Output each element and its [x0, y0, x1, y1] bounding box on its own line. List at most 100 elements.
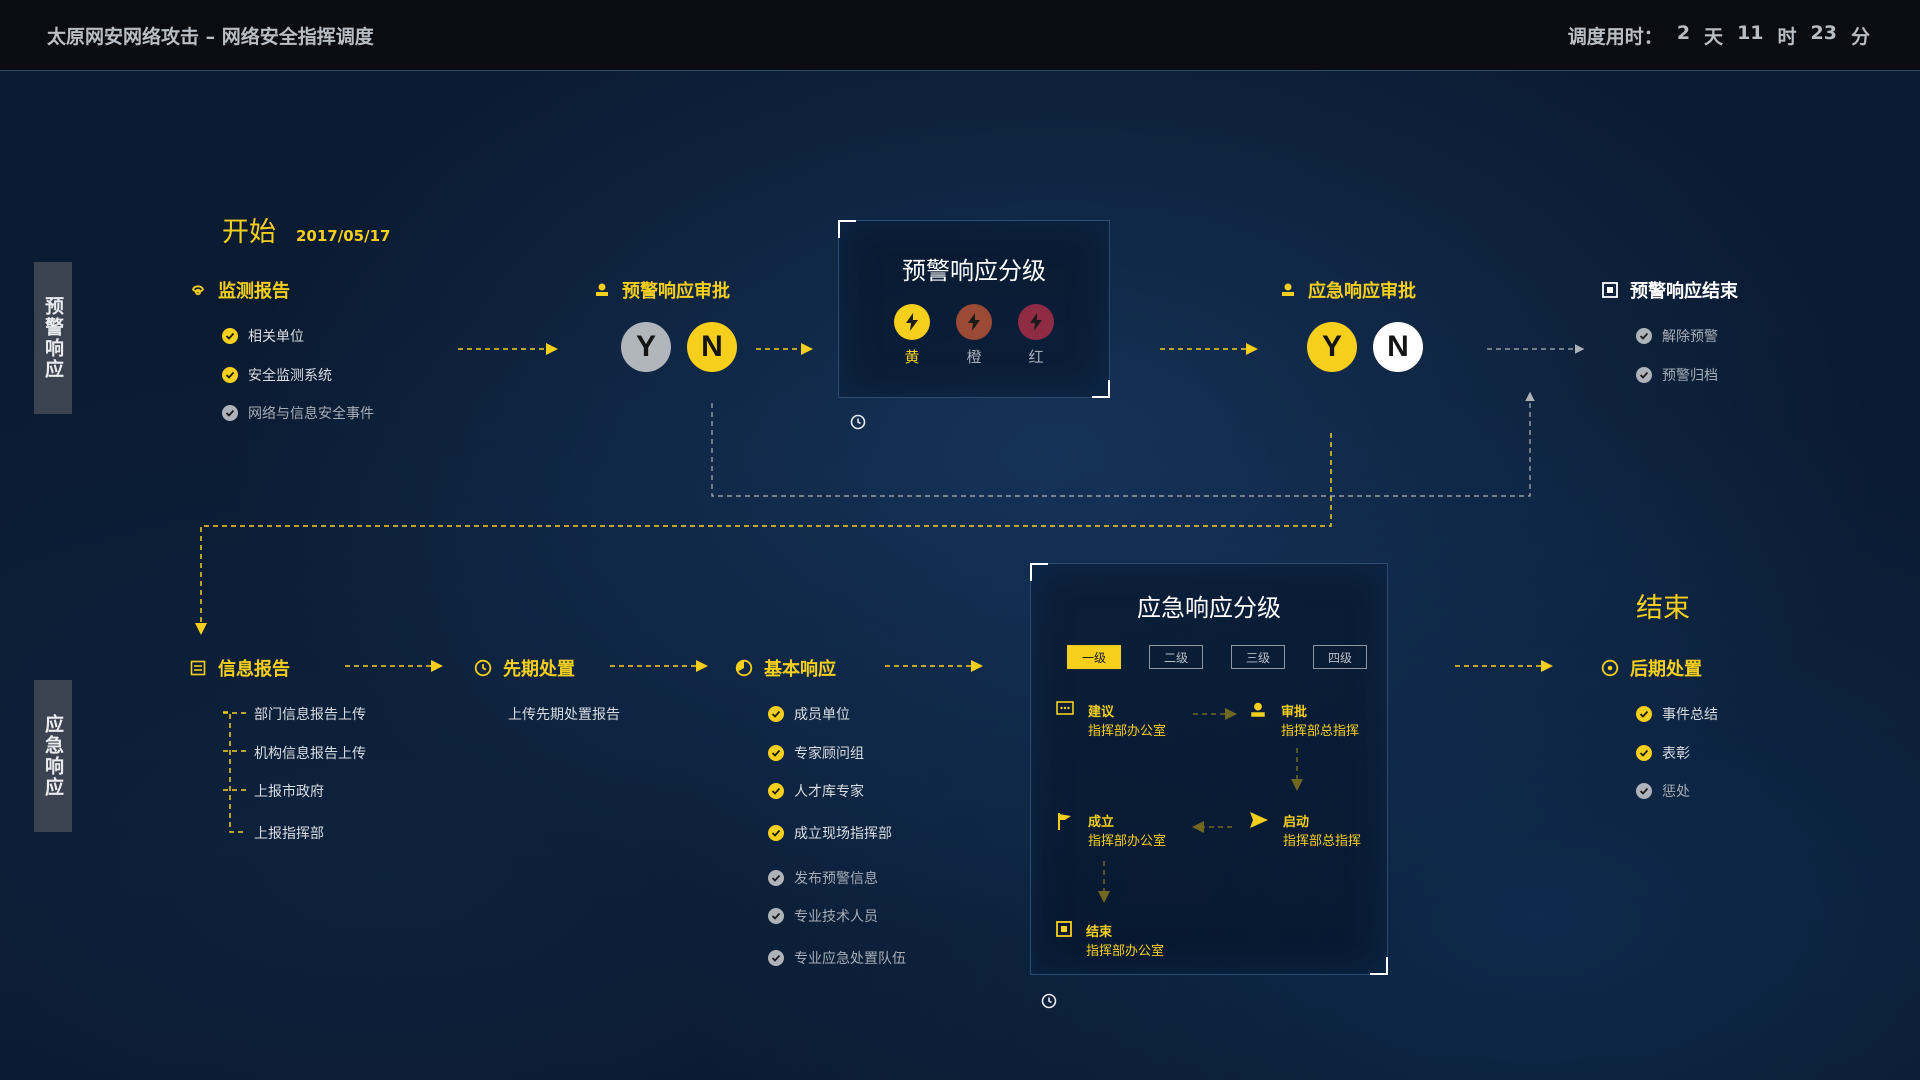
warning-approval-no-button[interactable]: N [687, 322, 737, 372]
level-yellow[interactable]: 黄 [894, 304, 930, 367]
monitor-report-title[interactable]: 监测报告 [188, 277, 290, 303]
early-handling-item: 上传先期处置报告 [508, 707, 620, 723]
step-review-sub: 指挥部总指挥 [1281, 724, 1360, 739]
list-item: 成立现场指挥部 [768, 823, 892, 843]
level-tab-2[interactable]: 二级 [1149, 645, 1203, 669]
basic-response-item: 成员单位 [794, 707, 850, 723]
user-icon [592, 280, 612, 300]
post-handling-item: 事件总结 [1662, 707, 1718, 723]
timer-minutes-unit: 分 [1850, 26, 1870, 48]
check-icon [768, 783, 784, 799]
dispatch-timer: 调度用时： 2 天 11 时 23 分 [1568, 22, 1870, 49]
level-yellow-label: 黄 [904, 348, 920, 366]
list-item: 预警归档 [1636, 365, 1718, 385]
start-marker: 开始 2017/05/17 [222, 210, 390, 249]
clock-icon [1041, 993, 1057, 1013]
step-finish-title: 结束 [1086, 925, 1113, 940]
lightning-icon [894, 304, 930, 340]
user-icon [1278, 280, 1298, 300]
early-handling-title[interactable]: 先期处置 [473, 655, 575, 681]
step-establish-title: 成立 [1088, 815, 1115, 830]
level-tab-4[interactable]: 四级 [1313, 645, 1367, 669]
emergency-approval-label: 应急响应审批 [1308, 281, 1416, 302]
check-icon [768, 825, 784, 841]
info-report-label: 信息报告 [218, 659, 290, 680]
info-report-title[interactable]: 信息报告 [188, 655, 290, 681]
step-establish-sub: 指挥部办公室 [1088, 834, 1167, 849]
basic-response-item: 专家顾问组 [794, 746, 864, 762]
level-red-label: 红 [1028, 348, 1044, 366]
info-report-item: 部门信息报告上传 [254, 707, 366, 723]
document-icon [188, 658, 208, 678]
basic-response-title[interactable]: 基本响应 [734, 655, 836, 681]
list-item: 解除预警 [1636, 326, 1718, 346]
basic-response-item: 成立现场指挥部 [794, 826, 892, 842]
basic-response-item: 人才库专家 [794, 784, 864, 800]
user-icon [1249, 701, 1267, 723]
list-item: 表彰 [1636, 743, 1690, 763]
app-title: 太原网安网络攻击 – 网络安全指挥调度 [47, 26, 374, 48]
check-icon [768, 706, 784, 722]
list-item: 发布预警信息 [768, 868, 878, 888]
list-item: 专家顾问组 [768, 743, 864, 763]
panel-corner [1092, 380, 1110, 398]
stop-square-icon [1056, 921, 1072, 941]
warning-approval-label: 预警响应审批 [622, 281, 730, 302]
list-item: 专业应急处置队伍 [768, 948, 906, 968]
step-review-title: 审批 [1281, 705, 1308, 720]
check-icon [1636, 367, 1652, 383]
lightning-icon [956, 304, 992, 340]
list-item: 安全监测系统 [222, 365, 332, 385]
list-item: 事件总结 [1636, 704, 1718, 724]
step-establish[interactable]: 成立 指挥部办公室 [1056, 811, 1166, 849]
step-finish[interactable]: 结束 指挥部办公室 [1056, 921, 1164, 959]
warning-end-title[interactable]: 预警响应结束 [1600, 277, 1738, 303]
check-icon [222, 328, 238, 344]
timer-hours: 11 [1737, 22, 1764, 44]
emergency-approval-title[interactable]: 应急响应审批 [1278, 277, 1416, 303]
list-item: 相关单位 [222, 326, 304, 346]
monitor-item-label: 网络与信息安全事件 [248, 406, 374, 422]
level-red[interactable]: 红 [1018, 304, 1054, 367]
warning-approval-title[interactable]: 预警响应审批 [592, 277, 730, 303]
monitor-report-label: 监测报告 [218, 281, 290, 302]
lightning-icon [1018, 304, 1054, 340]
list-item: 专业技术人员 [768, 906, 878, 926]
post-handling-label: 后期处置 [1630, 659, 1702, 680]
check-icon [768, 870, 784, 886]
check-icon [768, 950, 784, 966]
basic-response-item: 发布预警信息 [794, 871, 878, 887]
side-tab-emergency[interactable]: 应急响应 [34, 680, 72, 832]
emergency-approval-yes-button[interactable]: Y [1307, 322, 1357, 372]
level-tab-1[interactable]: 一级 [1067, 645, 1121, 669]
check-icon [222, 367, 238, 383]
post-handling-title[interactable]: 后期处置 [1600, 655, 1702, 681]
level-orange[interactable]: 橙 [956, 304, 992, 367]
side-tab-emergency-label: 应急响应 [42, 714, 64, 798]
panel-corner [1030, 563, 1048, 581]
send-icon [1249, 811, 1269, 833]
panel-corner [1370, 957, 1388, 975]
side-tab-warning[interactable]: 预警响应 [34, 262, 72, 414]
end-label: 结束 [1636, 593, 1690, 624]
check-icon [1636, 745, 1652, 761]
monitor-item-label: 相关单位 [248, 329, 304, 345]
timer-minutes: 23 [1810, 22, 1837, 44]
warning-approval-yes-button[interactable]: Y [621, 322, 671, 372]
step-finish-sub: 指挥部办公室 [1086, 944, 1165, 959]
step-launch[interactable]: 启动 指挥部总指挥 [1249, 811, 1361, 849]
emergency-approval-no-button[interactable]: N [1373, 322, 1423, 372]
level-tab-3[interactable]: 三级 [1231, 645, 1285, 669]
target-icon [1600, 658, 1620, 678]
level-orange-label: 橙 [966, 348, 982, 366]
emergency-grading-title: 应急响应分级 [1137, 594, 1281, 622]
basic-response-item: 专业应急处置队伍 [794, 951, 906, 967]
step-suggest[interactable]: 建议 指挥部办公室 [1056, 701, 1166, 739]
check-icon [1636, 706, 1652, 722]
step-review[interactable]: 审批 指挥部总指挥 [1249, 701, 1359, 739]
step-launch-title: 启动 [1283, 815, 1310, 830]
early-handling-label: 先期处置 [503, 659, 575, 680]
gauge-icon [734, 658, 754, 678]
check-icon [1636, 783, 1652, 799]
clock-icon [473, 658, 493, 678]
